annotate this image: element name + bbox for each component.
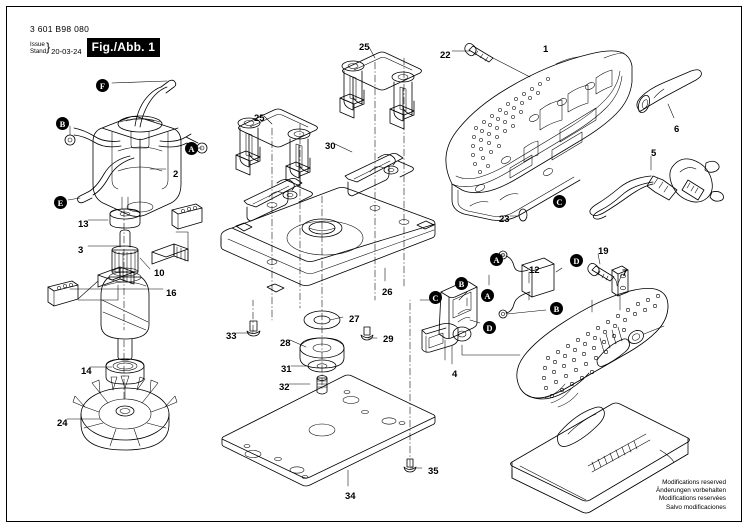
cord-sleeve-6 bbox=[636, 69, 702, 114]
disclaimer-de: Änderungen vorbehalten bbox=[656, 487, 726, 495]
letter-callout-a: A bbox=[490, 253, 503, 266]
item-number: 16 bbox=[166, 288, 177, 299]
footer-disclaimer: Modifications reserved Änderungen vorbeh… bbox=[656, 479, 726, 512]
issue-stand-label: Issue Stand } bbox=[30, 39, 51, 55]
figure-badge: Fig./Abb. 1 bbox=[86, 38, 161, 57]
issue-label: Issue bbox=[30, 40, 45, 48]
item-number: 32 bbox=[279, 382, 290, 393]
screw-22 bbox=[464, 43, 531, 78]
part-number: 3 601 B98 080 bbox=[30, 24, 90, 34]
letter-callout-b: B bbox=[455, 277, 468, 290]
item-number: 13 bbox=[78, 219, 89, 230]
item-number: 2 bbox=[173, 169, 179, 180]
armature-assembly bbox=[47, 196, 203, 451]
item-number: 1 bbox=[543, 44, 549, 55]
item-number: 22 bbox=[440, 50, 451, 61]
header-block: 3 601 B98 080 Issue Stand } 20-03-24 Fig… bbox=[30, 24, 161, 57]
letter-callout-d: D bbox=[483, 321, 496, 334]
washer-27 bbox=[303, 310, 341, 330]
clamp-lever-left bbox=[243, 178, 313, 222]
letter-callout-b: B bbox=[550, 302, 563, 315]
item-number: 23 bbox=[499, 214, 510, 225]
item-number: 31 bbox=[281, 364, 292, 375]
switch-assembly bbox=[421, 281, 481, 361]
power-cord-5 bbox=[589, 158, 724, 220]
item-number: 34 bbox=[345, 491, 356, 502]
paper-clamp-front bbox=[339, 51, 422, 130]
disclaimer-fr: Modifications reservées bbox=[658, 495, 726, 503]
item-number: 7 bbox=[622, 268, 628, 279]
letter-callout-a: A bbox=[481, 289, 494, 302]
screw-33 bbox=[246, 320, 261, 337]
disclaimer-es: Salvo modificaciones bbox=[665, 503, 726, 511]
page-border bbox=[6, 6, 742, 522]
assembly-guides bbox=[419, 274, 621, 356]
screw-19 bbox=[587, 263, 615, 282]
base-plate bbox=[220, 187, 436, 293]
housing-half bbox=[445, 50, 633, 221]
letter-callout-c: C bbox=[553, 195, 566, 208]
item-number: 14 bbox=[81, 366, 92, 377]
clamp-lever-right bbox=[344, 153, 414, 197]
item-number: 35 bbox=[428, 466, 439, 477]
letter-callout-a: A bbox=[185, 142, 198, 155]
item-number: 25 bbox=[254, 113, 265, 124]
letter-callout-b: B bbox=[56, 117, 69, 130]
screw-35 bbox=[403, 458, 417, 473]
item-number: 10 bbox=[154, 268, 165, 279]
sanding-plate bbox=[221, 374, 436, 487]
grommet-23 bbox=[518, 208, 528, 222]
item-number: 26 bbox=[382, 287, 393, 298]
stand-label: Stand bbox=[30, 47, 47, 55]
letter-callout-f: F bbox=[96, 79, 109, 92]
brace-glyph: } bbox=[46, 39, 51, 54]
disclaimer-en: Modifications reserved bbox=[662, 478, 726, 486]
item-number: 24 bbox=[57, 418, 68, 429]
item-number: 5 bbox=[651, 148, 657, 159]
letter-callout-d: D bbox=[570, 254, 583, 267]
issue-date: 20-03-24 bbox=[51, 47, 82, 56]
item-number: 6 bbox=[674, 124, 680, 135]
bearing-28 bbox=[299, 337, 345, 369]
washer-31 bbox=[307, 359, 337, 373]
item-number: 19 bbox=[598, 246, 609, 257]
item-number: 3 bbox=[78, 245, 84, 256]
item-number: 29 bbox=[383, 334, 394, 345]
item-number: 30 bbox=[325, 141, 336, 152]
cooling-fan bbox=[72, 375, 178, 451]
item-number: 27 bbox=[349, 314, 360, 325]
item-number: 4 bbox=[452, 369, 458, 380]
cord-clamp-7 bbox=[611, 265, 629, 297]
screw-29 bbox=[360, 326, 374, 341]
item-number: 25 bbox=[359, 42, 370, 53]
item-number: 12 bbox=[529, 265, 540, 276]
letter-callout-c: C bbox=[429, 291, 442, 304]
capacitor-12 bbox=[498, 250, 563, 319]
leader-lines bbox=[66, 46, 675, 487]
grip-pad-texture bbox=[542, 294, 660, 398]
field-coil-assembly bbox=[64, 79, 208, 217]
letter-callout-e: E bbox=[54, 196, 67, 209]
item-number: 28 bbox=[280, 338, 291, 349]
paper-clamp-rear bbox=[235, 108, 318, 187]
assembled-sander bbox=[510, 288, 690, 514]
item-number: 33 bbox=[226, 331, 237, 342]
grip-perforation bbox=[471, 77, 550, 174]
